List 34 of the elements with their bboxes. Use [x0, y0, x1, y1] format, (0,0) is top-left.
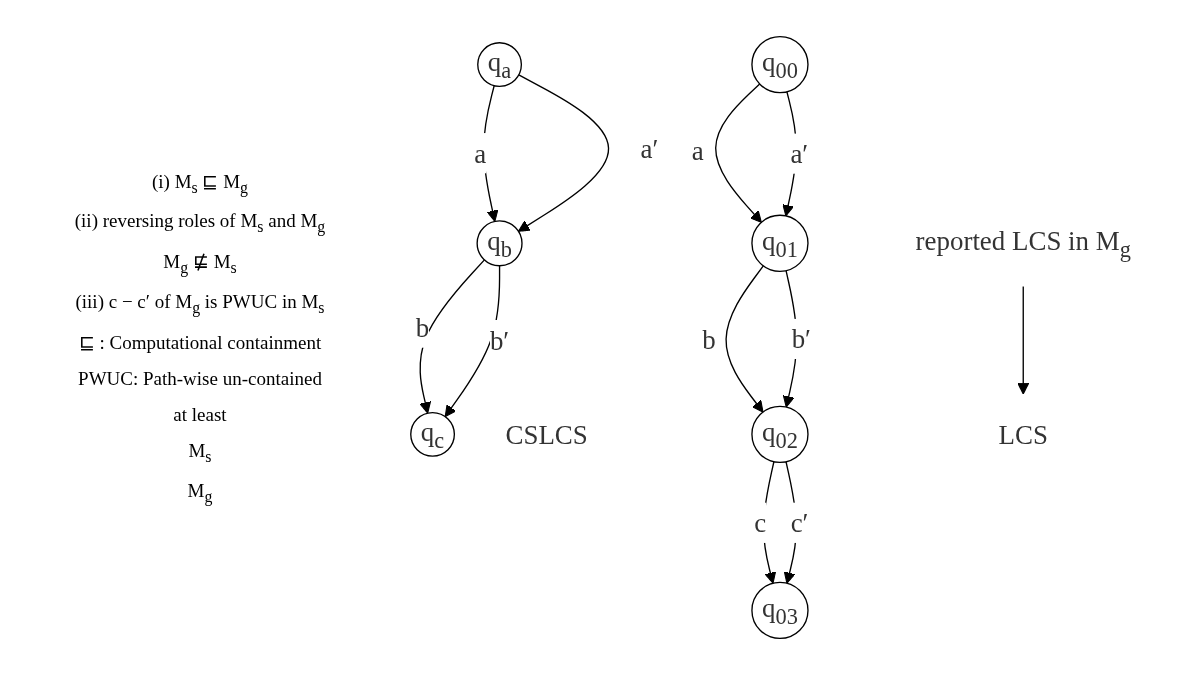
edge-label: b′: [489, 325, 510, 355]
edge-label: a: [691, 135, 704, 166]
edge-label: c: [754, 507, 767, 538]
node-circle: q$_{a}$: [477, 42, 523, 88]
node-text: LCS: [998, 419, 1048, 450]
arrow: [419, 259, 486, 414]
node-circle: q$_{01}$: [751, 214, 809, 272]
note-text: M$_{g}$ ⋢ M$_{s}$: [163, 250, 237, 277]
arrow: [1017, 285, 1030, 395]
edge-label: a: [474, 138, 487, 169]
node-circle: q$_{03}$: [751, 581, 809, 640]
edge-label: a′: [640, 133, 659, 164]
arrow: [725, 265, 764, 413]
edge-label: b: [702, 324, 716, 355]
node-text: reported LCS in M$_{g}$: [915, 225, 1131, 263]
note-text: ⊑ : Computational containment: [78, 330, 322, 354]
note-text: (ii) reversing roles of M$_{s}$ and M$_{g}$: [74, 210, 326, 237]
edge-label: b′: [791, 324, 811, 354]
edge-label: a′: [790, 138, 809, 169]
edge-label: c′: [790, 507, 809, 538]
edge-label: b: [415, 312, 430, 343]
node-circle: q$_{b}$: [476, 220, 523, 267]
node-label: CSLCS: [505, 419, 588, 450]
node-circle: q$_{c}$: [410, 411, 456, 457]
node-circle: q$_{00}$: [751, 35, 809, 94]
node-circle: q$_{02}$: [751, 405, 809, 464]
arrow: [715, 83, 762, 223]
note-text: M$_{s}$: [188, 439, 212, 466]
note-text: M$_{g}$: [187, 479, 213, 506]
note-text: PWUC: Path-wise un-contained: [78, 367, 322, 390]
note-text: (iii) c − c′ of M$_{g}$ is PWUC in M$_{s}$: [75, 291, 325, 317]
note-text: at least: [173, 403, 227, 426]
note-text: (i) M$_{s}$ ⊑ M$_{g}$: [151, 169, 249, 197]
arrow: [517, 74, 610, 232]
